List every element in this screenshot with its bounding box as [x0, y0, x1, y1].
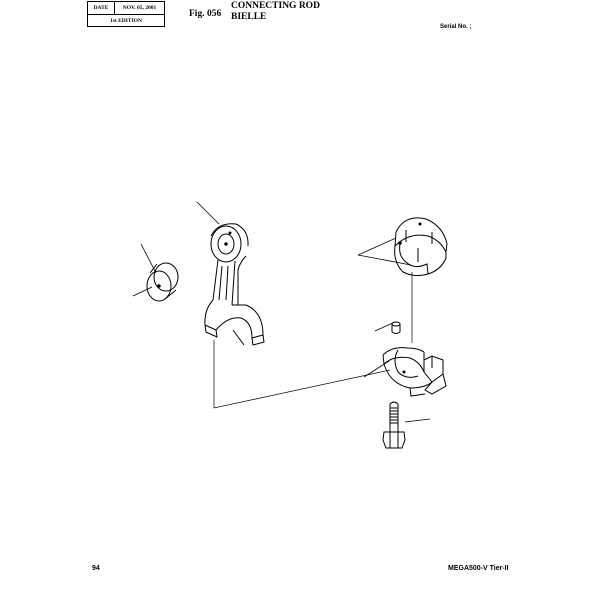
connecting-rod-icon [205, 224, 264, 345]
leader-lines [133, 202, 430, 422]
bushing-icon [147, 263, 178, 301]
bolt-icon [383, 402, 405, 448]
bearing-shells-icon [395, 218, 447, 276]
figure-number: Fig. 056 [189, 9, 222, 19]
date-value: NOV. 05, 2001 [122, 5, 157, 11]
model-name: MEGA500-V Tier-II [448, 565, 509, 572]
title-french: BIELLE [231, 12, 267, 22]
edition-label: 1st EDITION [110, 18, 142, 24]
title-english: CONNECTING ROD [231, 1, 320, 11]
page-number: 94 [92, 565, 100, 572]
dowel-pin-icon [392, 322, 400, 334]
edition-info-box: DATE NOV. 05, 2001 1st EDITION [87, 1, 165, 27]
date-row: DATE NOV. 05, 2001 [88, 2, 164, 14]
edition-row: 1st EDITION [88, 14, 164, 27]
date-label: DATE [88, 2, 115, 14]
page-title: CONNECTING ROD BIELLE [231, 1, 320, 23]
rod-cap-icon [383, 348, 446, 396]
serial-number-label: Serial No. ; [440, 24, 472, 30]
assembly-lines [214, 272, 412, 408]
